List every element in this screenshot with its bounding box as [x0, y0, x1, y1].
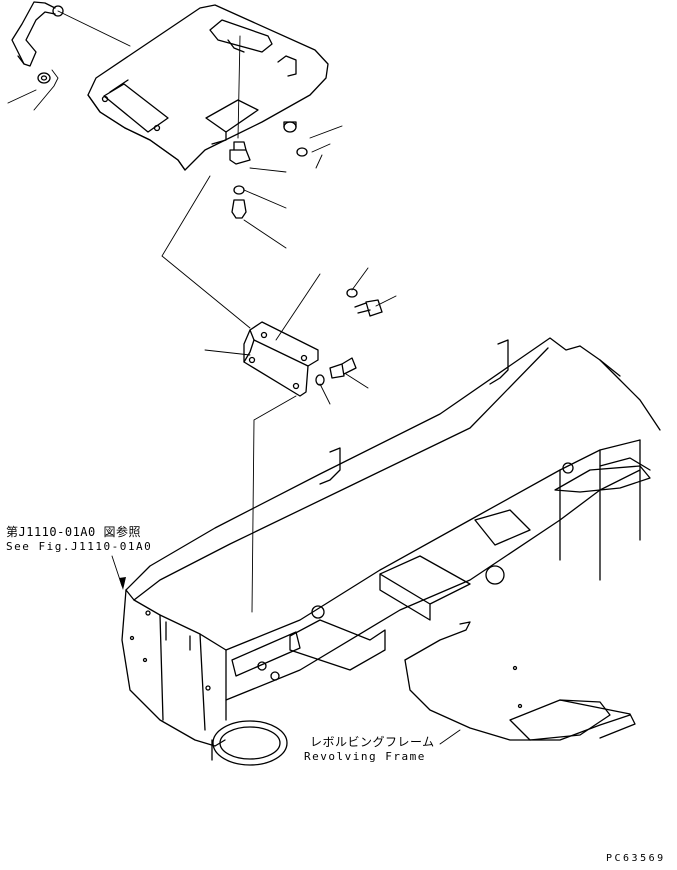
handrail-washer [37, 72, 51, 84]
revolving-frame [121, 337, 661, 766]
frame-label-jp: レボルビングフレーム [310, 735, 435, 749]
figure-reference-en: See Fig.J1110-01A0 [6, 540, 153, 553]
rubber-cushion [283, 121, 297, 133]
leader-line [251, 395, 297, 613]
frame-label-en: Revolving Frame [304, 750, 426, 763]
leader-line [7, 10, 131, 111]
reference-arrow [111, 555, 126, 590]
mounting-bracket [243, 321, 319, 397]
figure-reference-jp: 第J1110-01A0 図参照 [6, 525, 141, 539]
cover-plate [87, 4, 329, 171]
leader-line [161, 35, 397, 405]
leader-line [439, 729, 461, 745]
washer [233, 147, 358, 386]
bolt [231, 199, 383, 379]
drawing-code: PC63569 [606, 853, 666, 864]
hold-clip [229, 141, 251, 165]
handrail-pipe [11, 1, 64, 67]
